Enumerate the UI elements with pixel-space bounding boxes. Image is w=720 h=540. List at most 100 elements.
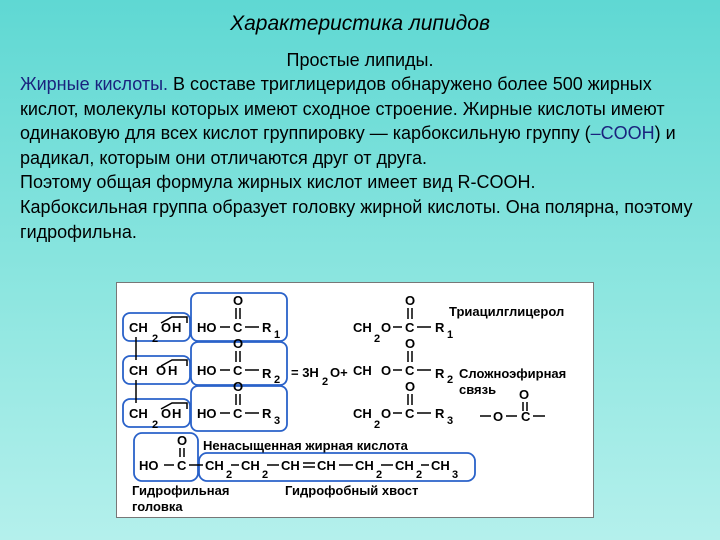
svg-text:3: 3 [274, 415, 280, 427]
paragraph-1-text-b: ) и радикал, которым они отличаются друг… [20, 123, 676, 168]
ester-bond-lines [480, 402, 545, 417]
svg-text:3: 3 [452, 469, 458, 481]
svg-text:2: 2 [262, 469, 268, 481]
svg-text:O: O [233, 293, 243, 308]
svg-text:HO: HO [197, 406, 217, 421]
fatty-acid-bonds [220, 308, 259, 414]
equation-tail: O+ [330, 365, 348, 380]
hydrophobic-tail-box [198, 452, 476, 482]
svg-text:R: R [262, 320, 272, 335]
svg-text:O: O [381, 406, 391, 421]
svg-text:CH: CH [395, 458, 414, 473]
svg-text:O: O [161, 320, 171, 335]
svg-text:C: C [177, 458, 187, 473]
unsaturated-acid: O HO C CH2 CH2 CH CH CH2 CH2 CH3 [139, 433, 458, 481]
svg-text:C: C [405, 363, 415, 378]
svg-text:2: 2 [376, 469, 382, 481]
paragraph-2: Поэтому общая формула жирных кислот имее… [20, 172, 536, 193]
bottom-labels: Гидрофильная головка Гидрофобный хвост [132, 483, 418, 514]
svg-text:C: C [405, 406, 415, 421]
grouping-boxes [122, 292, 476, 482]
svg-text:O: O [156, 363, 166, 378]
svg-text:1: 1 [447, 329, 453, 341]
paragraph-3: Карбоксильная группа образует головку жи… [20, 196, 693, 242]
svg-text:CH: CH [281, 458, 300, 473]
svg-text:O: O [405, 293, 415, 308]
label-unsaturated: Ненасыщенная жирная кислота [203, 438, 409, 453]
svg-text:3: 3 [447, 415, 453, 427]
slide-subtitle: Простые липиды. [286, 50, 434, 70]
label-hydrophilic-2: головка [132, 499, 183, 514]
ester-bond-fragment: O O C [493, 387, 531, 424]
glycerol-left-bonds [135, 316, 188, 410]
svg-text:O: O [233, 336, 243, 351]
svg-text:R: R [435, 406, 445, 421]
svg-text:1: 1 [274, 329, 280, 341]
svg-text:O: O [177, 433, 187, 448]
slide-title: Характеристика липидов [230, 12, 490, 35]
svg-text:CH: CH [317, 458, 336, 473]
svg-text:C: C [521, 409, 531, 424]
svg-text:H: H [168, 363, 177, 378]
label-hydrophilic-1: Гидрофильная [132, 483, 229, 498]
svg-text:2: 2 [152, 333, 158, 345]
slide-body: Жирные кислоты. В составе триглицеридов … [20, 72, 710, 244]
svg-text:O: O [519, 387, 529, 402]
label-ester-1: Сложноэфирная [459, 366, 566, 381]
svg-text:CH: CH [129, 320, 148, 335]
svg-text:O: O [381, 363, 391, 378]
right-labels: Триацилглицерол Сложноэфирная связь [449, 304, 566, 397]
triacylglycerol-bonds [393, 308, 431, 414]
term-fatty-acids: Жирные кислоты. [20, 74, 169, 94]
svg-text:CH: CH [129, 363, 148, 378]
svg-text:2: 2 [152, 419, 158, 431]
equation-sub: 2 [322, 376, 328, 388]
glycerol-oh-box-2 [122, 355, 191, 385]
label-ester-2: связь [459, 382, 496, 397]
label-hydrophobic: Гидрофобный хвост [285, 483, 418, 498]
svg-text:R: R [262, 366, 272, 381]
svg-text:2: 2 [447, 374, 453, 386]
svg-text:HO: HO [197, 320, 217, 335]
hydrophilic-head-box [133, 432, 199, 482]
svg-text:R: R [262, 406, 272, 421]
svg-text:2: 2 [226, 469, 232, 481]
equation-text: = 3H [291, 365, 319, 380]
unsaturated-bonds [164, 448, 429, 468]
cooh-group: –COOH [590, 123, 655, 144]
svg-text:O: O [233, 379, 243, 394]
svg-text:H: H [172, 406, 181, 421]
svg-text:C: C [405, 320, 415, 335]
svg-text:HO: HO [197, 363, 217, 378]
svg-text:C: C [233, 363, 243, 378]
svg-text:CH: CH [355, 458, 374, 473]
svg-text:CH: CH [353, 363, 372, 378]
glycerol-oh-box-3 [122, 398, 191, 428]
acid-box-2 [190, 341, 288, 386]
paragraph-1-text-a: В составе триглицеридов обнаружено более… [20, 74, 665, 144]
reaction-equation: = 3H 2 O+ [291, 365, 348, 388]
svg-text:2: 2 [374, 333, 380, 345]
svg-text:2: 2 [374, 419, 380, 431]
svg-text:O: O [405, 379, 415, 394]
svg-text:CH: CH [353, 320, 372, 335]
svg-text:2: 2 [274, 374, 280, 386]
svg-text:HO: HO [139, 458, 159, 473]
svg-text:R: R [435, 320, 445, 335]
glycerol-oh-box-1 [122, 312, 191, 342]
label-triacylglycerol: Триацилглицерол [449, 304, 564, 319]
svg-text:CH: CH [241, 458, 260, 473]
svg-text:R: R [435, 366, 445, 381]
svg-text:O: O [161, 406, 171, 421]
svg-text:O: O [381, 320, 391, 335]
svg-text:H: H [172, 320, 181, 335]
svg-text:O: O [405, 336, 415, 351]
svg-text:CH: CH [353, 406, 372, 421]
acid-box-3 [190, 385, 288, 432]
svg-text:CH: CH [129, 406, 148, 421]
svg-text:CH: CH [205, 458, 224, 473]
